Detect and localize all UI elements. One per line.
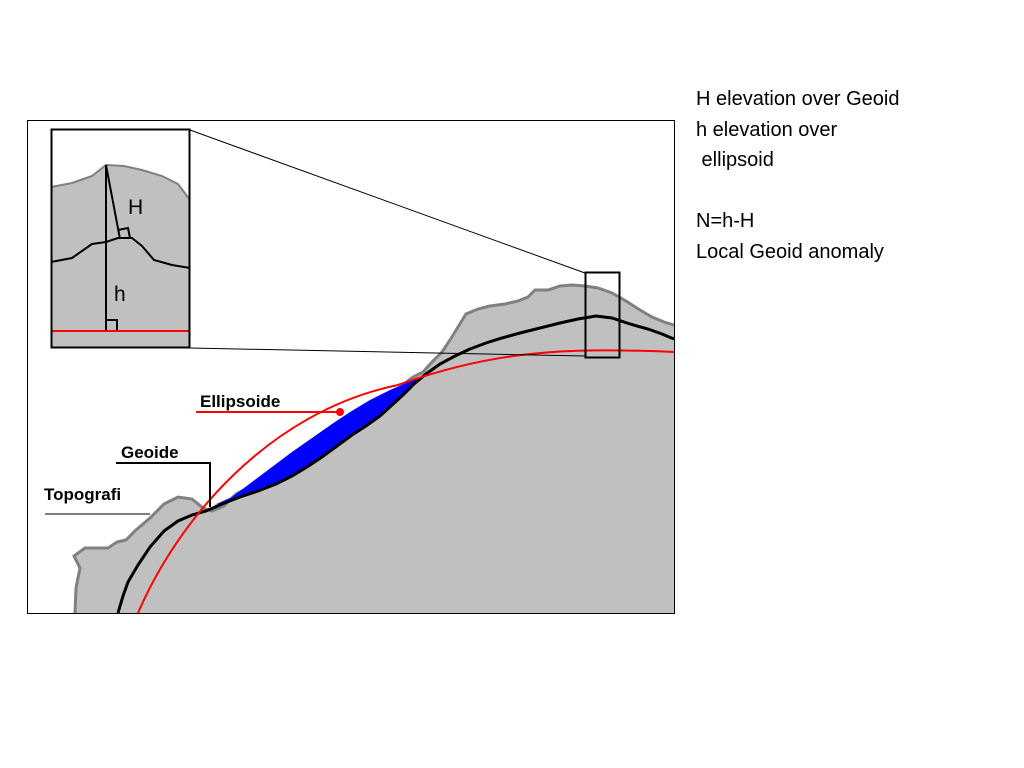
ellipsoid-leader-dot xyxy=(336,408,344,416)
geoid-line xyxy=(116,314,675,614)
zoom-line-top xyxy=(189,129,586,274)
terrain-area xyxy=(74,285,674,613)
note-spacer xyxy=(696,176,1016,207)
note-h-definition-cont: ellipsoid xyxy=(696,149,774,171)
note-H-definition: H elevation over Geoid xyxy=(696,88,900,110)
geoid-anomaly-area xyxy=(214,374,426,505)
note-h-definition: h elevation over xyxy=(696,118,838,141)
inset-right-angle-upper xyxy=(117,226,131,239)
detail-box xyxy=(584,271,621,359)
inset-sky xyxy=(51,129,190,200)
ellipsoid-label: Ellipsoide xyxy=(200,392,280,411)
inset-h-label: h xyxy=(114,283,126,306)
inset-topography-line xyxy=(50,163,191,201)
note-formula: N=h-H xyxy=(696,210,755,232)
note-anomaly: Local Geoid anomaly xyxy=(696,240,884,263)
zoom-line-bottom xyxy=(189,347,586,357)
inset-H-label: H xyxy=(128,196,143,219)
inset-H-slant xyxy=(105,164,121,240)
inset-geoid-line xyxy=(50,237,191,269)
definitions-text: H elevation over Geoid h elevation over … xyxy=(696,84,1016,267)
geoid-leader xyxy=(116,462,211,507)
inset-right-angle-lower xyxy=(106,319,118,331)
ellipsoid-line xyxy=(137,349,675,614)
geoid-label: Geoide xyxy=(121,443,179,462)
topography-label: Topografi xyxy=(44,485,121,504)
inset-detail: H h xyxy=(50,128,191,349)
